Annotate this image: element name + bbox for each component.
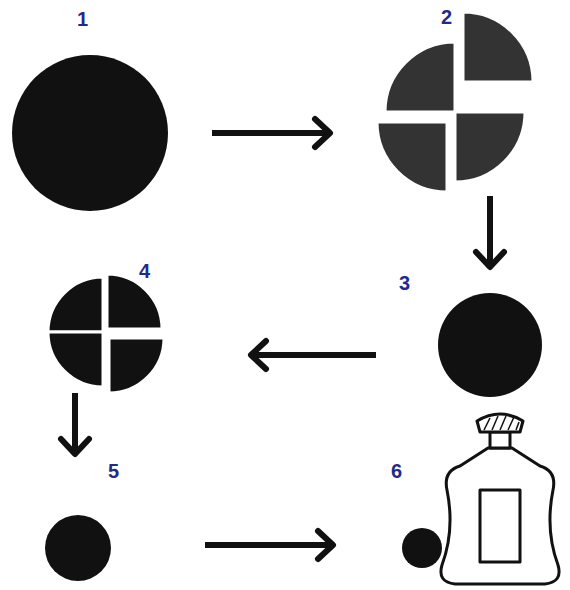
step-number: 3 (399, 272, 410, 294)
disc-stage: 5 (40, 457, 205, 585)
disc-stage: 6 (336, 410, 566, 587)
stage-illustration (336, 410, 566, 587)
stage-illustration (40, 457, 205, 585)
disc-quarter (109, 338, 164, 393)
stage-illustration (8, 5, 212, 215)
process-arrow (205, 531, 333, 559)
arrow-head (315, 119, 330, 147)
disc-stage: 4 (40, 258, 248, 393)
disc-quarter (377, 122, 447, 192)
arrow-shaft (72, 393, 78, 452)
disc-stage: 1 (8, 5, 212, 215)
process-arrow (61, 393, 89, 454)
disc-quarter (48, 277, 103, 332)
arrow-shaft (253, 352, 376, 358)
disc (438, 293, 542, 397)
disc-stage: 2 (333, 4, 540, 196)
step-number: 2 (441, 6, 452, 28)
arrow-head (318, 531, 333, 559)
disc (45, 515, 111, 581)
process-arrow (212, 119, 330, 147)
arrow-shaft (212, 130, 328, 136)
arrow-head (251, 341, 266, 369)
arrow-head (476, 252, 504, 267)
disc-quarter (463, 12, 533, 82)
step-number: 1 (77, 8, 88, 30)
arrow-head (61, 439, 89, 454)
stage-illustration (333, 4, 540, 196)
disc-stage: 3 (376, 270, 546, 402)
arrow-shaft (487, 196, 493, 265)
disc-quarter (107, 274, 162, 329)
disc-quarter (385, 42, 455, 112)
disc (12, 55, 168, 211)
perfume-bottle (441, 414, 559, 584)
disc-quarter (455, 112, 525, 182)
step-number: 4 (139, 260, 150, 282)
process-arrow (476, 196, 504, 267)
step-number: 5 (108, 460, 119, 482)
arrow-shaft (205, 542, 331, 548)
disc-quarter (48, 332, 103, 387)
disc (402, 528, 442, 568)
process-arrow (251, 341, 376, 369)
step-number: 6 (391, 460, 402, 482)
